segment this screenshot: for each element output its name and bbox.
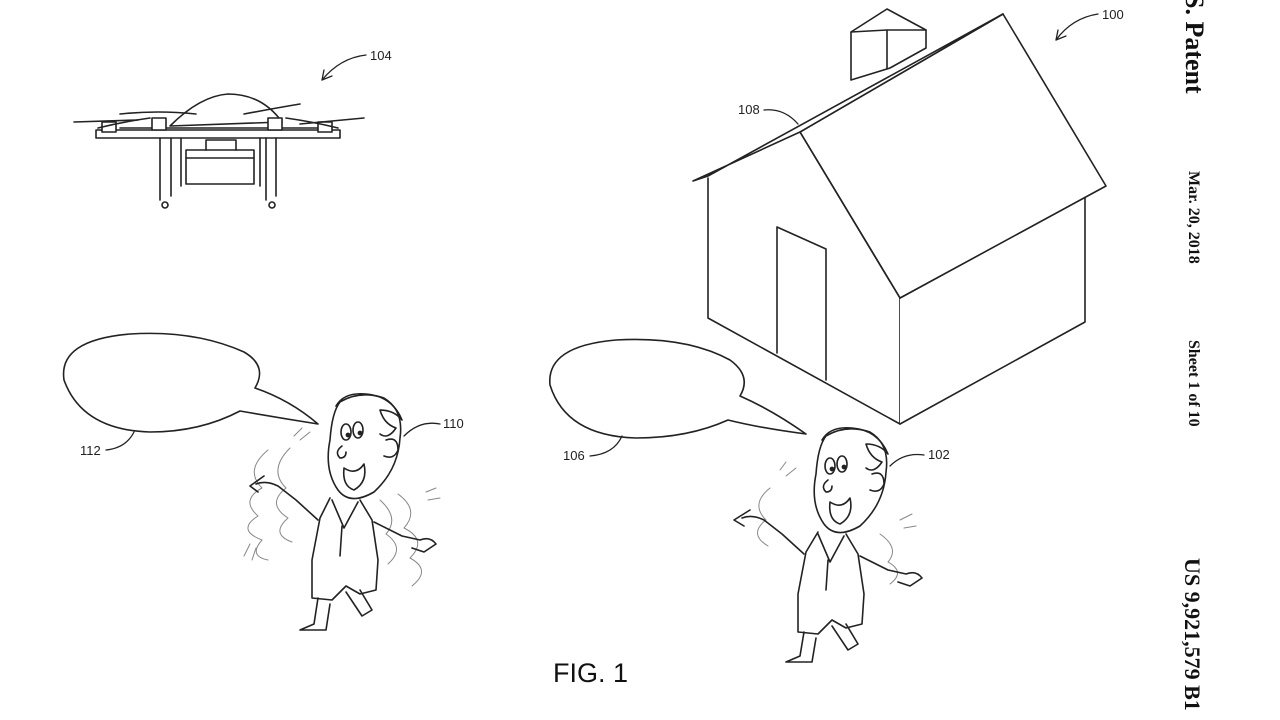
ref-numeral-106: 106 bbox=[563, 448, 585, 463]
arm-right-extended bbox=[859, 555, 923, 587]
ref-numeral-108: 108 bbox=[738, 102, 760, 117]
mouth-left bbox=[342, 463, 366, 491]
patent-number-vertical: US 9,921,579 B1 bbox=[1180, 558, 1205, 711]
patent-date-vertical: Mar. 20, 2018 bbox=[1185, 171, 1202, 264]
collar-right bbox=[817, 533, 845, 591]
house-door bbox=[776, 226, 827, 381]
drone-propellers bbox=[73, 103, 365, 129]
drone-foot-right bbox=[268, 201, 276, 209]
ref-numeral-100: 100 bbox=[1102, 7, 1124, 22]
arm-right-raised bbox=[733, 509, 805, 555]
mouth-right bbox=[828, 497, 852, 525]
house-chimney bbox=[850, 8, 927, 81]
arm-left-raised bbox=[249, 475, 319, 521]
patent-title-vertical: S. Patent bbox=[1180, 0, 1209, 94]
house-roof-left bbox=[692, 13, 1004, 182]
eye-left-b bbox=[352, 421, 364, 439]
ref-numeral-110: 110 bbox=[443, 416, 464, 431]
drone-legs bbox=[159, 137, 277, 201]
head-left bbox=[327, 394, 402, 500]
ear-left bbox=[383, 438, 399, 458]
character-right bbox=[733, 426, 923, 663]
drone-payload bbox=[185, 149, 255, 185]
ref-numeral-102: 102 bbox=[928, 447, 950, 462]
legs-right bbox=[785, 623, 859, 663]
character-left bbox=[243, 392, 441, 631]
head-right bbox=[813, 428, 888, 534]
body-right bbox=[797, 531, 865, 635]
eye-left-a bbox=[340, 423, 352, 441]
drone-illustration bbox=[73, 93, 365, 209]
motion-lines-left bbox=[243, 427, 441, 587]
ref-numeral-112: 112 bbox=[80, 443, 101, 458]
figure-label: FIG. 1 bbox=[553, 658, 629, 688]
drone-frame bbox=[95, 129, 341, 139]
house-illustration bbox=[692, 8, 1107, 425]
legs-left bbox=[299, 589, 373, 631]
nose-left bbox=[336, 445, 347, 459]
drone-payload-top bbox=[185, 139, 255, 159]
arm-right-out bbox=[373, 521, 437, 553]
house-chimney-edge bbox=[850, 29, 927, 69]
nose-right bbox=[822, 479, 833, 493]
house-gable-edge bbox=[799, 131, 901, 299]
hair-right bbox=[821, 426, 889, 471]
body-left bbox=[311, 497, 379, 601]
leader-lines bbox=[105, 13, 1099, 467]
motion-lines-right bbox=[757, 461, 917, 585]
collar-left bbox=[331, 499, 359, 557]
ref-numeral-104: 104 bbox=[370, 48, 392, 63]
speech-bubble-left bbox=[62, 332, 319, 433]
speech-bubble-right bbox=[549, 338, 807, 439]
drone-foot-left bbox=[161, 201, 169, 209]
patent-sheet-vertical: Sheet 1 of 10 bbox=[1185, 340, 1202, 427]
ear-right bbox=[869, 472, 885, 492]
hair-left bbox=[335, 392, 403, 437]
drone-dome bbox=[169, 93, 283, 127]
